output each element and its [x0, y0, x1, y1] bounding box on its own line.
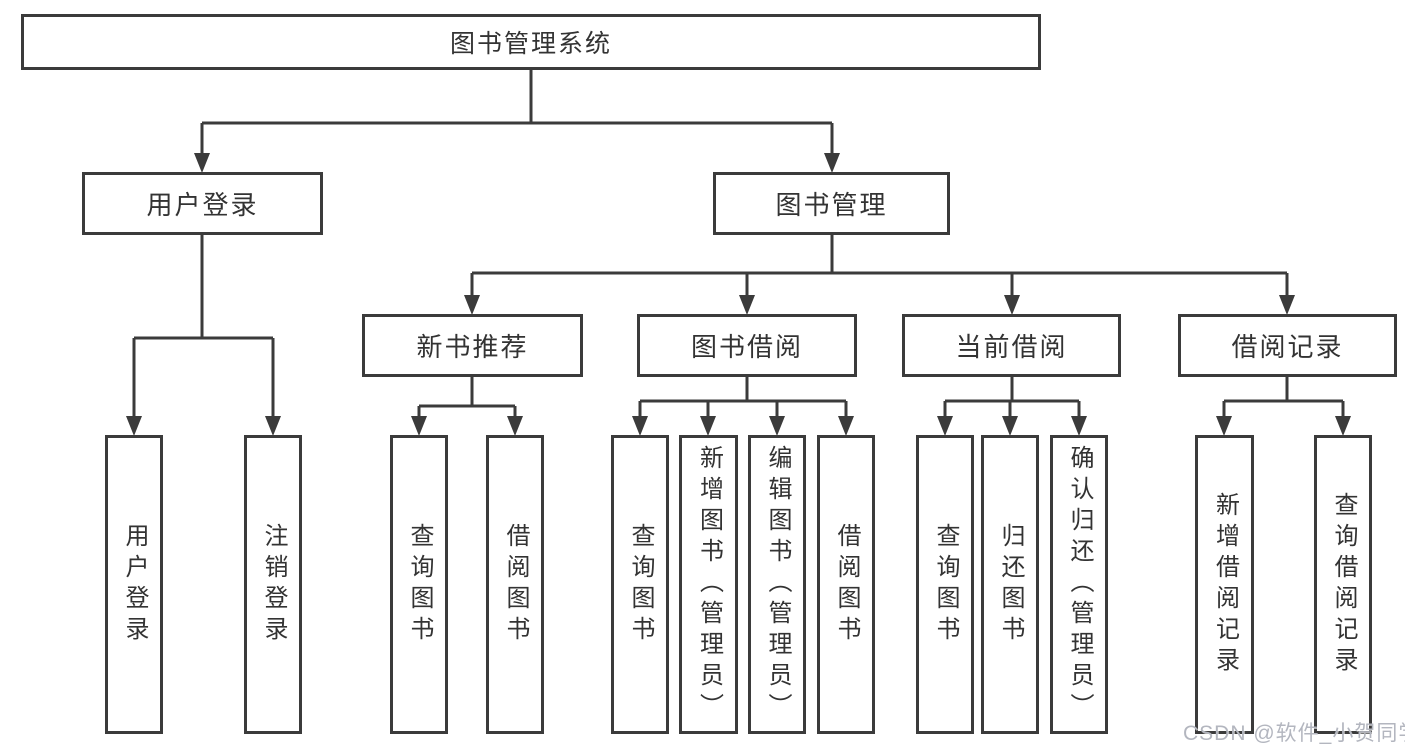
- leaf-label: 查询图书: [406, 522, 433, 647]
- arrowhead: [464, 295, 480, 315]
- arrowhead: [700, 416, 716, 436]
- leaf-label: 借阅图书: [833, 522, 860, 647]
- connector-records-to-leaves: [1222, 377, 1345, 417]
- leaf-label: 归还图书: [997, 522, 1024, 647]
- leaf-add-borrow-record: 新增借阅记录: [1195, 435, 1254, 734]
- leaf-label: 注销登录: [260, 522, 287, 647]
- arrowhead: [411, 416, 427, 436]
- leaf-confirm-return-admin: 确认归还（管理员）: [1050, 435, 1108, 734]
- node-book-borrow: 图书借阅: [637, 314, 857, 377]
- arrowhead: [126, 416, 142, 436]
- leaf-query-book-2: 查询图书: [611, 435, 669, 734]
- arrowhead: [1004, 295, 1020, 315]
- arrowhead: [1071, 416, 1087, 436]
- connector-current-to-leaves: [943, 377, 1081, 417]
- leaf-label: 用户登录: [121, 522, 148, 647]
- leaf-query-book-1: 查询图书: [390, 435, 448, 734]
- arrowhead: [194, 153, 210, 173]
- arrowhead: [1279, 295, 1295, 315]
- leaf-add-book-admin: 新增图书（管理员）: [679, 435, 738, 734]
- connector-recommend-to-leaves: [417, 377, 517, 417]
- arrowhead: [1335, 416, 1351, 436]
- leaf-label: 编辑图书（管理员）: [764, 445, 791, 724]
- leaf-borrow-book-2: 借阅图书: [817, 435, 875, 734]
- arrowhead: [937, 416, 953, 436]
- arrowhead: [739, 295, 755, 315]
- leaf-label: 借阅图书: [502, 522, 529, 647]
- node-current-borrow: 当前借阅: [902, 314, 1121, 377]
- leaf-label: 新增借阅记录: [1211, 491, 1239, 678]
- leaf-query-borrow-record: 查询借阅记录: [1314, 435, 1372, 734]
- leaf-query-book-3: 查询图书: [916, 435, 974, 734]
- leaf-label: 确认归还（管理员）: [1066, 445, 1093, 724]
- arrowhead: [838, 416, 854, 436]
- node-root: 图书管理系统: [21, 14, 1041, 70]
- arrowhead: [507, 416, 523, 436]
- leaf-edit-book-admin: 编辑图书（管理员）: [748, 435, 806, 734]
- connector-management-to-level3: [470, 235, 1289, 296]
- connector-borrow-to-leaves: [638, 377, 848, 417]
- csdn-watermark: CSDN @软件_小贺同学: [1183, 722, 1405, 745]
- leaf-borrow-book-1: 借阅图书: [486, 435, 544, 734]
- leaf-label: 查询图书: [627, 522, 654, 647]
- leaf-label: 查询图书: [932, 522, 959, 647]
- node-new-book-recommend: 新书推荐: [362, 314, 583, 377]
- leaf-logout: 注销登录: [244, 435, 302, 734]
- leaf-label: 查询借阅记录: [1330, 491, 1357, 678]
- node-book-management: 图书管理: [713, 172, 950, 235]
- leaf-return-book: 归还图书: [981, 435, 1039, 734]
- leaf-user-login: 用户登录: [105, 435, 163, 734]
- arrowhead: [1002, 416, 1018, 436]
- arrowhead: [265, 416, 281, 436]
- arrowhead: [769, 416, 785, 436]
- leaf-label: 新增图书（管理员）: [695, 445, 723, 724]
- connector-root-to-level2: [200, 70, 834, 154]
- node-borrow-records: 借阅记录: [1178, 314, 1397, 377]
- connector-login-to-leaves: [132, 235, 275, 417]
- node-user-login: 用户登录: [82, 172, 323, 235]
- arrowhead: [1216, 416, 1232, 436]
- arrowhead: [632, 416, 648, 436]
- arrowhead: [824, 153, 840, 173]
